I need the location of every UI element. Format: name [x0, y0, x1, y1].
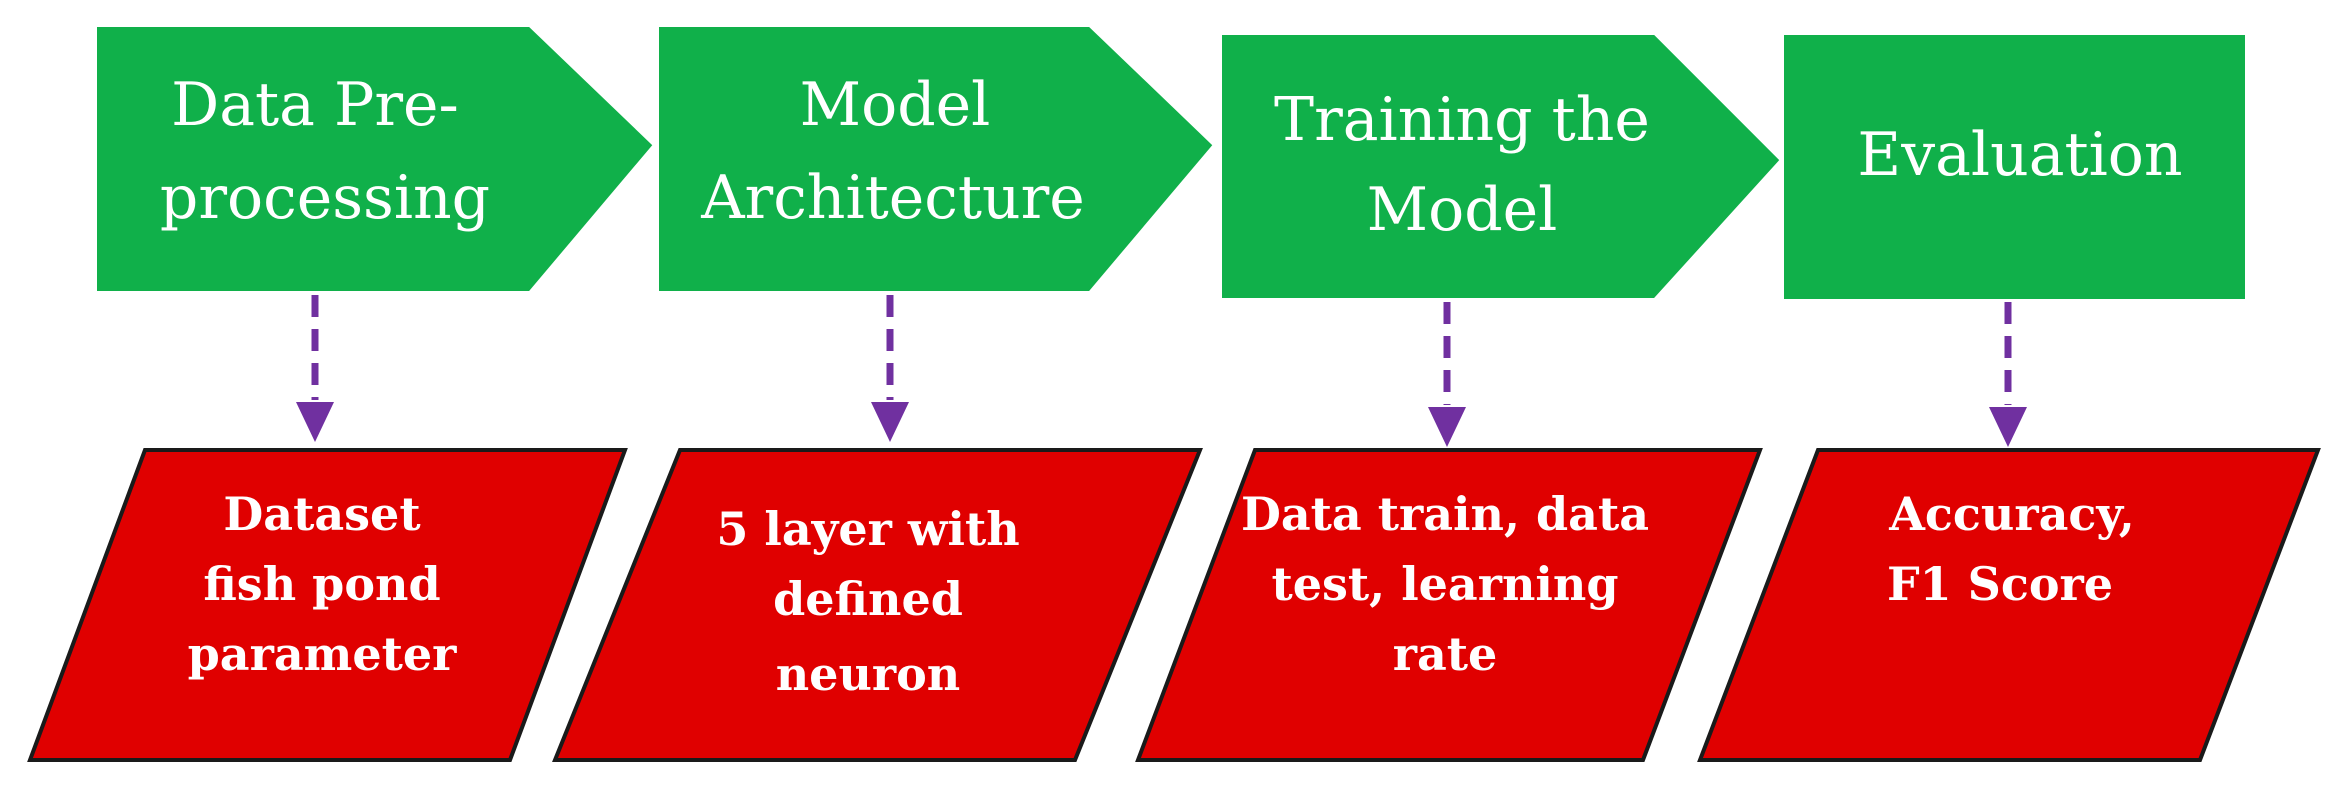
detail-line-3: neuron — [776, 647, 961, 701]
stage-label-line-2: Architecture — [700, 163, 1085, 233]
detail-shape — [27, 448, 628, 762]
detail-evaluation: Accuracy, F1 Score — [1697, 448, 2321, 762]
stage-label-line-1: Training the — [1274, 85, 1650, 155]
detail-line-2: test, learning — [1272, 557, 1619, 611]
detail-line-1: 5 layer with — [716, 502, 1019, 556]
stage-shape — [93, 23, 658, 295]
detail-line-2: defined — [773, 572, 963, 626]
arrow-head-icon — [1989, 407, 2027, 447]
connector-3 — [1428, 302, 1466, 447]
arrow-head-icon — [1428, 407, 1466, 447]
detail-architecture: 5 layer with defined neuron — [552, 448, 1203, 762]
detail-line-3: rate — [1393, 627, 1498, 681]
stage-evaluation: Evaluation — [1780, 31, 2249, 303]
connector-2 — [871, 295, 909, 442]
stage-training-the-model: Training the Model — [1218, 31, 1785, 302]
detail-dataset: Dataset fish pond parameter — [27, 448, 628, 762]
detail-shape — [1697, 448, 2321, 762]
arrow-head-icon — [871, 402, 909, 442]
stage-label-line-1: Data Pre- — [171, 70, 459, 140]
detail-line-1: Data train, data — [1241, 487, 1649, 541]
stage-model-architecture: Model Architecture — [655, 23, 1218, 295]
stage-shape — [655, 23, 1218, 295]
connector-1 — [296, 295, 334, 442]
detail-line-3: parameter — [188, 627, 457, 681]
connector-4 — [1989, 302, 2027, 447]
detail-shape — [552, 448, 1203, 762]
stage-label-line-1: Model — [800, 70, 991, 140]
stage-label-line-1: Evaluation — [1857, 120, 2182, 190]
detail-line-2: fish pond — [203, 557, 440, 611]
detail-training: Data train, data test, learning rate — [1135, 448, 1763, 762]
detail-line-2: F1 Score — [1887, 557, 2113, 611]
stage-data-preprocessing: Data Pre- processing — [93, 23, 658, 295]
detail-shape — [1135, 448, 1763, 762]
arrow-head-icon — [296, 402, 334, 442]
stage-label-line-2: Model — [1367, 175, 1558, 245]
stage-shape — [1780, 31, 2249, 303]
detail-line-1: Dataset — [223, 487, 421, 541]
detail-line-1: Accuracy, — [1888, 487, 2135, 541]
stage-shape — [1218, 31, 1785, 302]
stage-label-line-2: processing — [160, 163, 490, 233]
